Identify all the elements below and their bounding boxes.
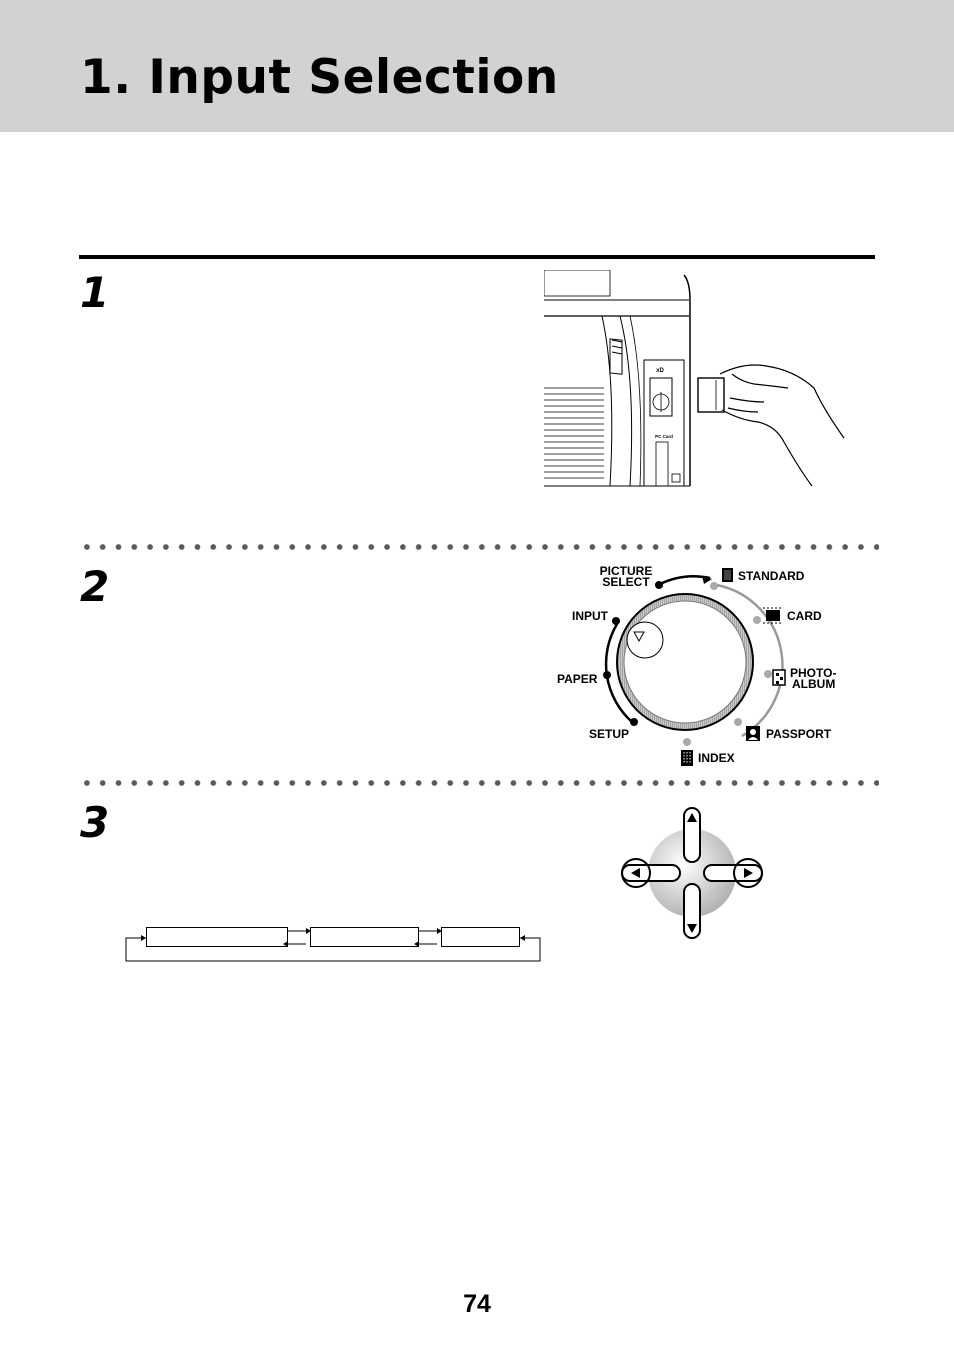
step-number-2: 2 <box>80 562 110 611</box>
arrow-pad-illustration <box>621 807 763 939</box>
flow-box-1 <box>146 927 288 947</box>
index-label: INDEX <box>698 751 735 765</box>
passport-icon <box>746 726 760 741</box>
step-number-1: 1 <box>80 268 110 317</box>
page-title: 1. Input Selection <box>80 50 559 105</box>
left-arrow-button <box>621 858 681 888</box>
step-number-3: 3 <box>80 798 110 847</box>
up-arrow-button <box>683 807 701 863</box>
standard-label: STANDARD <box>738 569 805 583</box>
paper-label: PAPER <box>557 672 598 686</box>
right-arrow-button <box>703 858 763 888</box>
photo-album-label: ALBUM <box>792 677 835 691</box>
passport-label: PASSPORT <box>766 727 832 741</box>
input-label: INPUT <box>572 609 609 623</box>
card-icon <box>763 607 783 624</box>
card-insert-illustration: xD PC Card <box>544 270 845 487</box>
photo-album-icon <box>772 669 786 686</box>
flow-box-2 <box>310 927 419 947</box>
down-arrow-button <box>683 883 701 939</box>
mode-dial-illustration: PICTURE SELECT STANDARD CARD PHOTO- ALBU… <box>557 564 836 766</box>
setup-label: SETUP <box>589 727 629 741</box>
svg-text:xD: xD <box>656 368 664 374</box>
card-label: CARD <box>787 609 822 623</box>
dotted-divider <box>79 544 879 550</box>
flow-arrows <box>125 928 541 962</box>
picture-select-label: PICTURE <box>600 564 653 578</box>
dotted-divider <box>79 780 879 786</box>
picture-select-label: SELECT <box>602 575 650 589</box>
flow-box-3 <box>441 927 520 947</box>
pc-card-label: PC Card <box>655 434 673 439</box>
photo-album-label: PHOTO- <box>790 666 836 680</box>
header-band <box>0 0 954 132</box>
index-icon <box>681 750 693 766</box>
page-number: 74 <box>463 1290 491 1318</box>
section-rule <box>79 255 875 259</box>
